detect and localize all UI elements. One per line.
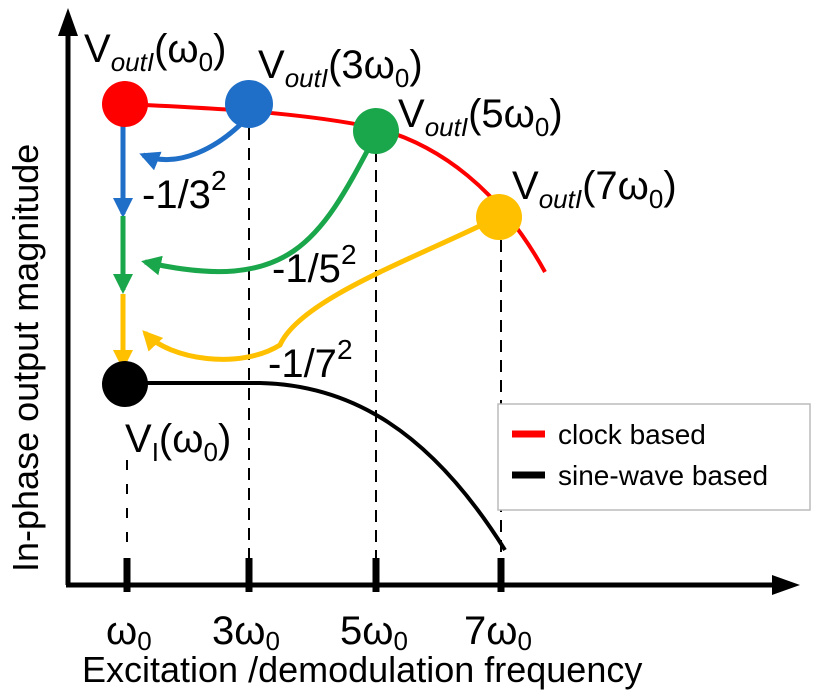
- blue-return-arrow: [139, 119, 246, 171]
- x-axis-title: Excitation /demodulation frequency: [82, 649, 642, 690]
- sine-wave-based-curve: [125, 381, 507, 552]
- tick-label-3w0: 3ω0: [212, 609, 280, 656]
- label-vout-7w0: VoutI(7ω0): [512, 164, 677, 214]
- tick-label-w0: ω0: [106, 609, 152, 656]
- label-vout-5w0: VoutI(5ω0): [398, 92, 563, 142]
- green-return-arrow: [141, 140, 375, 276]
- tick-label-7w0: 7ω0: [464, 609, 532, 656]
- factor-label-7: -1/72: [268, 334, 353, 386]
- x-axis-arrowhead: [772, 575, 800, 595]
- harmonic-arrows: [139, 119, 490, 362]
- point-vi-w0: [102, 361, 148, 407]
- tick-label-5w0: 5ω0: [340, 609, 408, 656]
- point-vout-3w0: [225, 80, 273, 128]
- legend-label-sine: sine-wave based: [558, 460, 768, 491]
- legend: clock based sine-wave based: [497, 403, 811, 511]
- point-vout-7w0: [476, 194, 522, 240]
- legend-box: [497, 403, 811, 511]
- y-axis-arrowhead: [58, 8, 78, 36]
- factor-label-3: -1/32: [142, 165, 227, 217]
- point-vout-w0: [102, 81, 148, 127]
- legend-label-clock: clock based: [558, 419, 706, 450]
- points: [102, 80, 522, 407]
- y-axis-title: In-phase output magnitude: [5, 144, 46, 572]
- tick-marks: [123, 558, 505, 592]
- label-vout-w0: VoutI(ω0): [84, 27, 226, 77]
- axes: [58, 8, 800, 595]
- point-vout-5w0: [353, 108, 399, 154]
- factor-label-5: -1/52: [272, 239, 357, 291]
- label-vout-3w0: VoutI(3ω0): [258, 43, 423, 93]
- yellow-return-arrow: [142, 219, 490, 362]
- label-vi-w0: VI(ω0): [125, 417, 231, 467]
